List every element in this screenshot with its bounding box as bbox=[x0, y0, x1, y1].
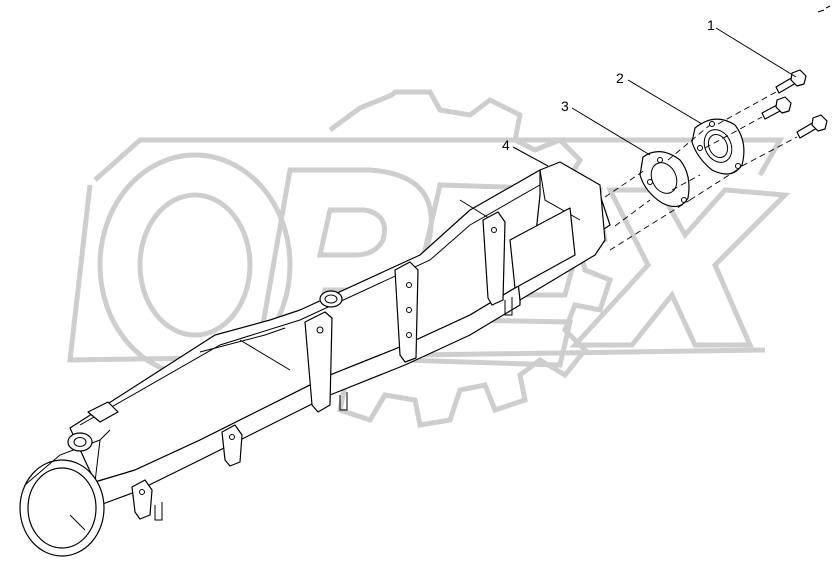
inlet-ring bbox=[19, 439, 105, 557]
leader-lines bbox=[512, 27, 797, 167]
bolt-middle bbox=[761, 96, 792, 120]
bolt-top bbox=[775, 69, 807, 94]
bolt-bottom bbox=[796, 114, 828, 139]
corner-mark bbox=[817, 5, 831, 13]
flange-part bbox=[691, 118, 745, 175]
assembly-lines bbox=[604, 91, 798, 251]
gasket-part bbox=[639, 151, 690, 208]
air-duct-assembly bbox=[19, 161, 611, 557]
callout-4: 4 bbox=[502, 137, 510, 153]
bolt-part bbox=[761, 69, 828, 139]
callout-1: 1 bbox=[707, 17, 715, 33]
callout-2: 2 bbox=[616, 70, 624, 86]
callout-3: 3 bbox=[561, 98, 569, 114]
